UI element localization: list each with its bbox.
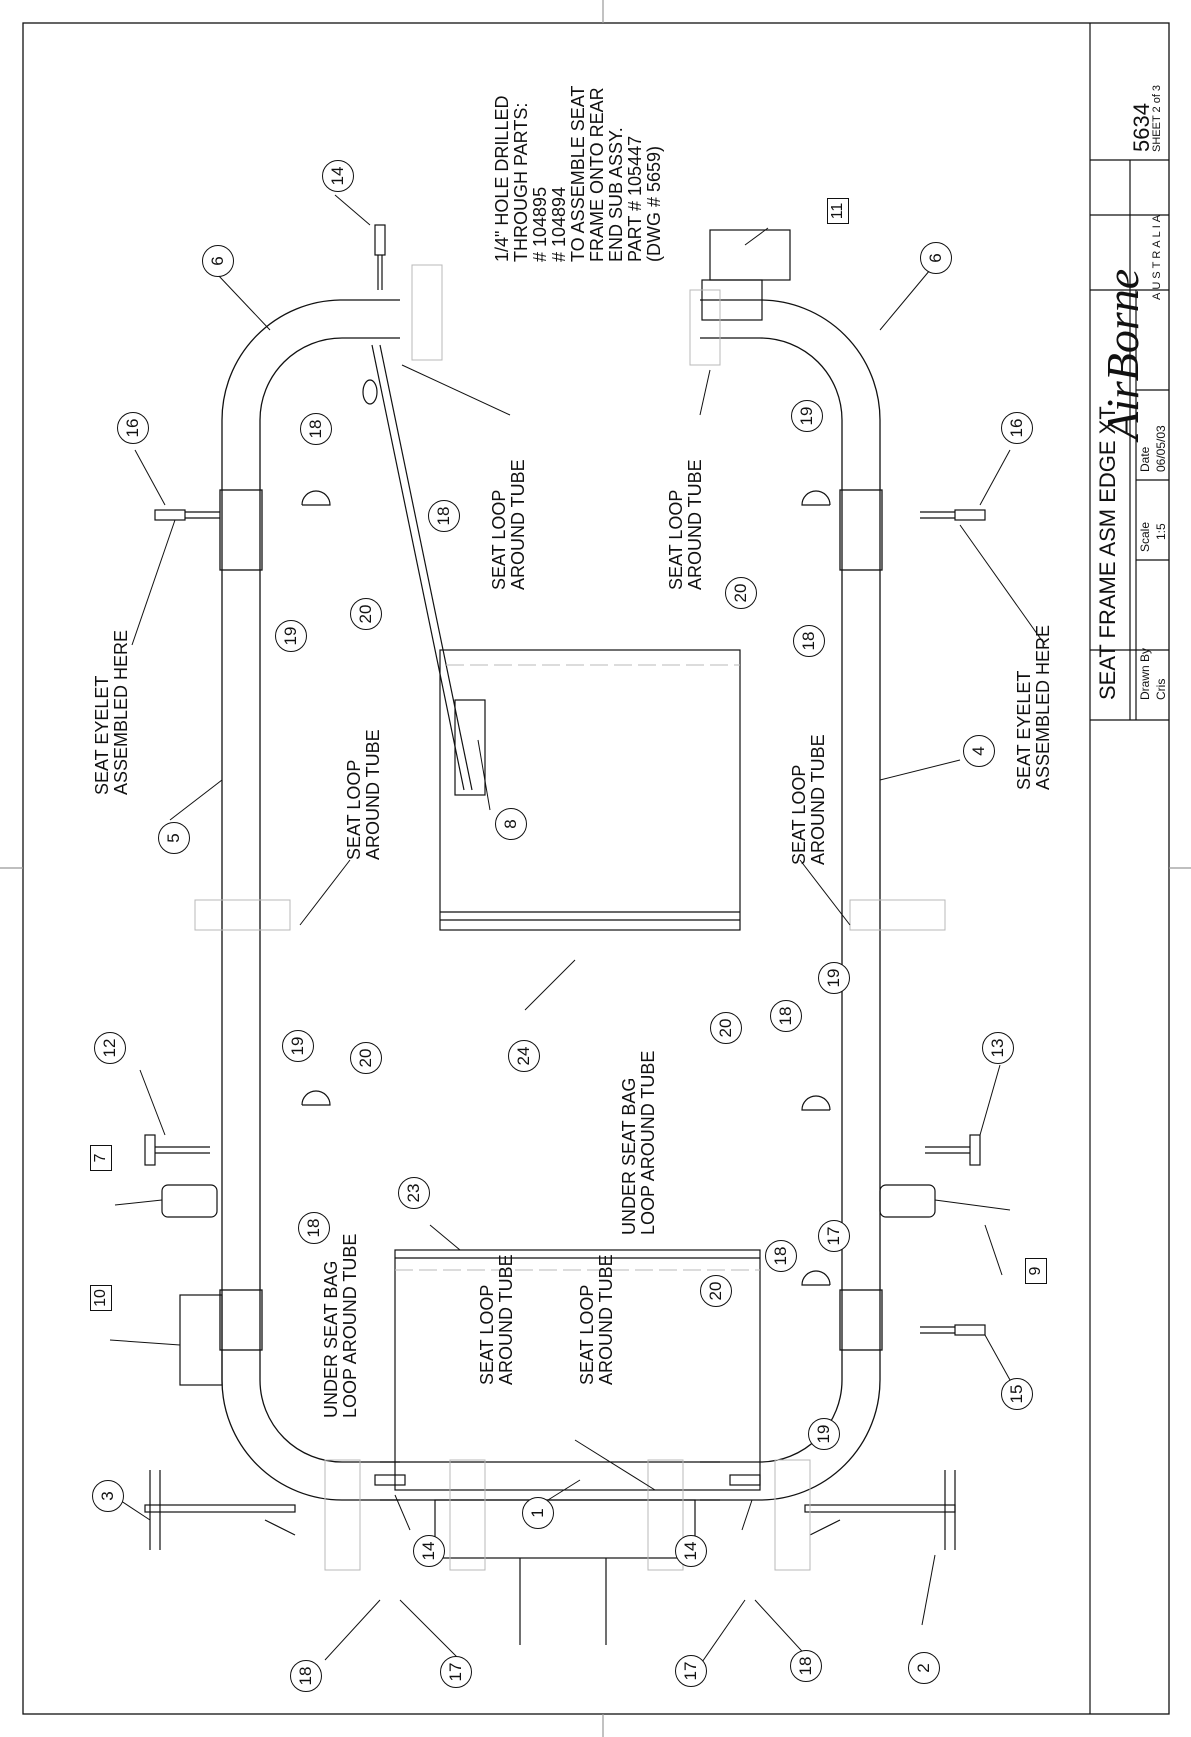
seat-loop-ghosts bbox=[194, 264, 946, 1571]
scale-value: 1:5 bbox=[1154, 523, 1168, 540]
bolts bbox=[144, 224, 986, 1486]
drawn-by-label: Drawn By bbox=[1138, 647, 1152, 700]
callout-23: 23 bbox=[398, 1177, 430, 1209]
callout-14-right: 14 bbox=[675, 1535, 707, 1567]
end-legs bbox=[144, 1470, 956, 1550]
callout-18-e: 18 bbox=[298, 1212, 330, 1244]
box-label-11: 11 bbox=[827, 198, 849, 224]
callout-19-d: 19 bbox=[818, 962, 850, 994]
callout-3: 3 bbox=[92, 1480, 124, 1512]
title-block bbox=[1089, 23, 1169, 1714]
date-value: 06/05/03 bbox=[1154, 425, 1168, 472]
callout-16-left: 16 bbox=[117, 412, 149, 444]
callout-15: 15 bbox=[1001, 1378, 1033, 1410]
callout-24: 24 bbox=[508, 1040, 540, 1072]
callout-14-left: 14 bbox=[413, 1535, 445, 1567]
cable-assembly bbox=[362, 344, 486, 796]
callout-17-right: 17 bbox=[818, 1220, 850, 1252]
callout-18-c: 18 bbox=[793, 625, 825, 657]
callout-1: 1 bbox=[522, 1497, 554, 1529]
callout-17-bl: 17 bbox=[440, 1656, 472, 1688]
callout-18-a: 18 bbox=[300, 413, 332, 445]
callout-19-e: 19 bbox=[808, 1418, 840, 1450]
callout-17-br: 17 bbox=[675, 1655, 707, 1687]
callout-18-br: 18 bbox=[790, 1650, 822, 1682]
callout-6-right: 6 bbox=[920, 242, 952, 274]
callout-18-f: 18 bbox=[765, 1240, 797, 1272]
under-seat-bag-23 bbox=[394, 1249, 761, 1491]
callout-20-b: 20 bbox=[725, 577, 757, 609]
sheet-border bbox=[22, 22, 1170, 1715]
fittings bbox=[161, 229, 936, 1386]
drawing-number: 5634 bbox=[1129, 103, 1154, 152]
callout-13: 13 bbox=[982, 1032, 1014, 1064]
callout-19-c: 19 bbox=[282, 1030, 314, 1062]
callout-5: 5 bbox=[158, 822, 190, 854]
callout-20-a: 20 bbox=[350, 598, 382, 630]
drawn-by-value: Cris bbox=[1154, 678, 1168, 700]
callout-6-left: 6 bbox=[202, 245, 234, 277]
box-label-9: 9 bbox=[1025, 1258, 1047, 1284]
callout-18-bl: 18 bbox=[290, 1660, 322, 1692]
callout-18-d: 18 bbox=[770, 1000, 802, 1032]
callout-20-d: 20 bbox=[710, 1012, 742, 1044]
callout-20-e: 20 bbox=[700, 1275, 732, 1307]
callout-18-b: 18 bbox=[428, 500, 460, 532]
scale-label: Scale bbox=[1138, 521, 1152, 552]
callout-12: 12 bbox=[94, 1032, 126, 1064]
logo-subtext: AUSTRALIA bbox=[1151, 211, 1163, 300]
callout-14-top: 14 bbox=[322, 160, 354, 192]
seat-panel-24 bbox=[439, 649, 741, 931]
callout-19-b: 19 bbox=[791, 400, 823, 432]
callout-8: 8 bbox=[495, 808, 527, 840]
date-label: Date bbox=[1138, 446, 1152, 472]
sheet-number: SHEET 2 of 3 bbox=[1151, 84, 1163, 152]
callout-20-c: 20 bbox=[350, 1042, 382, 1074]
drawing-title: SEAT FRAME ASM EDGE XT bbox=[1095, 406, 1120, 700]
box-label-7: 7 bbox=[90, 1145, 112, 1171]
logo: AirBorne bbox=[1097, 268, 1148, 440]
callout-4: 4 bbox=[963, 735, 995, 767]
box-label-10: 10 bbox=[90, 1285, 112, 1311]
rear-cross-bar bbox=[380, 1461, 720, 1645]
callout-16-right: 16 bbox=[1001, 412, 1033, 444]
callout-19-a: 19 bbox=[275, 620, 307, 652]
callout-2: 2 bbox=[908, 1652, 940, 1684]
pins bbox=[301, 490, 831, 1286]
